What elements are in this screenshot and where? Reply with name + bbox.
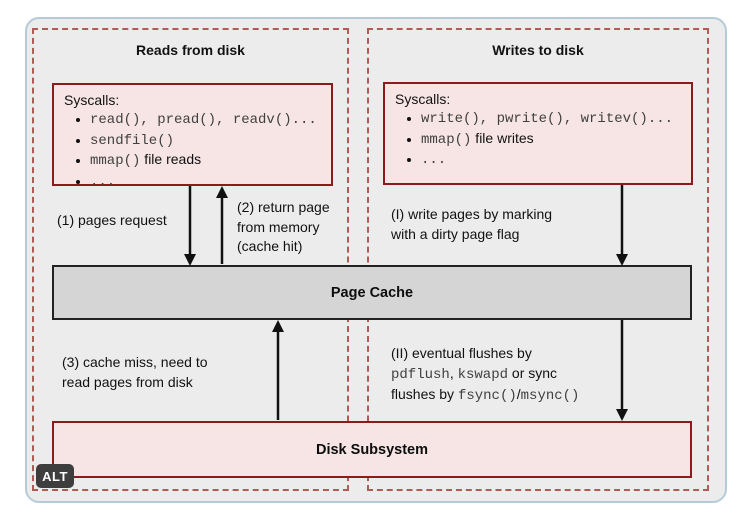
syscall-item: sendfile(): [90, 130, 321, 151]
disk-subsystem-bar: Disk Subsystem: [52, 421, 692, 478]
label-segment: pdflush: [391, 366, 450, 383]
syscall-item: mmap() file writes: [421, 129, 681, 150]
syscall-text: ...: [421, 152, 447, 168]
syscall-text: sendfile(): [90, 132, 175, 149]
writes-panel: Writes to disk: [367, 28, 709, 491]
label-line: from memory: [237, 218, 320, 235]
syscall-item: write(), pwrite(), writev()...: [421, 108, 681, 129]
reads-syscalls-heading: Syscalls:: [64, 92, 120, 108]
cache-hit-label: (2) return page from memory (cache hit): [237, 198, 330, 257]
label-line: flushes by fsync()/msync(): [391, 385, 579, 407]
label-line: (2) return page: [237, 199, 330, 215]
label-line: (cache hit): [237, 238, 303, 254]
cache-miss-label: (3) cache miss, need to read pages from …: [62, 353, 208, 392]
syscall-text: file reads: [140, 151, 202, 167]
label-line: with a dirty page flag: [391, 225, 520, 242]
writes-syscalls-box: Syscalls: write(), pwrite(), writev()...…: [383, 82, 693, 185]
writes-panel-title: Writes to disk: [492, 42, 584, 58]
writes-syscall-list: write(), pwrite(), writev()... mmap() fi…: [395, 108, 681, 170]
label-segment: or sync: [508, 364, 558, 381]
writes-syscalls-heading: Syscalls:: [395, 91, 451, 107]
disk-subsystem-label: Disk Subsystem: [315, 441, 429, 458]
label-segment: fsync(): [457, 388, 517, 404]
syscall-text: ...: [90, 173, 116, 190]
reads-panel-title: Reads from disk: [136, 42, 245, 58]
syscall-item: ...: [421, 149, 681, 170]
label-segment: msync(): [520, 388, 580, 404]
page-cache-label: Page Cache: [330, 284, 414, 301]
reads-syscalls-box: Syscalls: read(), pread(), readv()... se…: [52, 83, 333, 190]
label-segment: ,: [449, 364, 458, 381]
alt-badge: ALT: [36, 464, 74, 488]
pages-request-label: (1) pages request: [57, 212, 167, 228]
label-line: (II) eventual flushes by: [391, 345, 532, 361]
syscall-text: mmap(): [421, 131, 472, 148]
syscall-text: mmap(): [90, 153, 141, 169]
label-line: pdflush, kswapd or sync: [391, 364, 579, 386]
label-segment: kswapd: [457, 366, 509, 383]
reads-syscall-list: read(), pread(), readv()... sendfile() m…: [64, 109, 321, 191]
label-segment: /: [516, 386, 521, 402]
syscall-text: read(), pread(), readv()...: [90, 112, 317, 128]
page-cache-bar: Page Cache: [52, 265, 692, 320]
syscall-item: ...: [90, 171, 321, 192]
label-line: read pages from disk: [62, 373, 193, 390]
label-line: (I) write pages by marking: [391, 206, 553, 222]
flush-label: (II) eventual flushes by pdflush, kswapd…: [391, 344, 579, 407]
reads-panel: Reads from disk: [32, 28, 349, 491]
dirty-flag-label: (I) write pages by marking with a dirty …: [391, 205, 552, 244]
label-segment: flushes by: [391, 386, 458, 402]
syscall-text: file writes: [471, 129, 534, 146]
syscall-item: read(), pread(), readv()...: [90, 109, 321, 130]
syscall-item: mmap() file reads: [90, 150, 321, 171]
label-line: (3) cache miss, need to: [62, 354, 208, 370]
syscall-text: write(), pwrite(), writev()...: [421, 111, 674, 127]
